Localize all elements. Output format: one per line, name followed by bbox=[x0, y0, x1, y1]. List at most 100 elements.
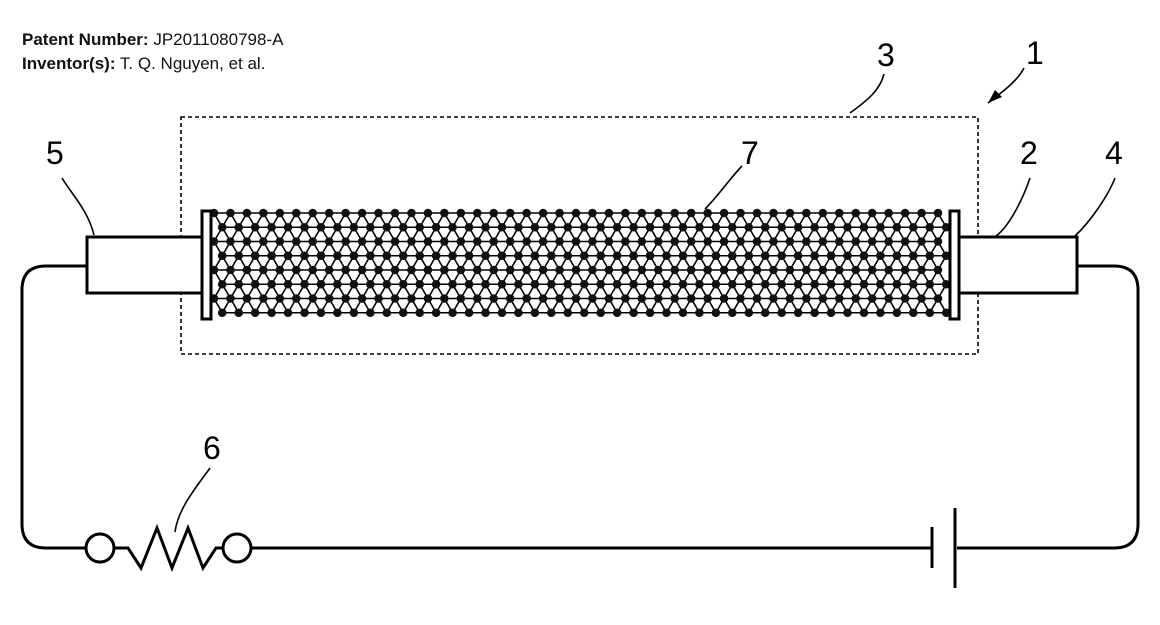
lattice-atom bbox=[448, 251, 457, 260]
lattice-atom bbox=[629, 280, 638, 289]
lattice-atom bbox=[736, 209, 745, 218]
lattice-atom bbox=[457, 237, 466, 246]
lattice-atom bbox=[621, 294, 630, 303]
lattice-atom bbox=[259, 237, 268, 246]
leader-3 bbox=[850, 74, 884, 113]
lattice-atom bbox=[415, 280, 424, 289]
lattice-atom bbox=[473, 237, 482, 246]
lattice-atom bbox=[596, 251, 605, 260]
ref-label-2: 2 bbox=[1020, 135, 1038, 171]
lattice-atom bbox=[819, 266, 828, 275]
lattice-atom bbox=[539, 237, 548, 246]
lattice-atom bbox=[654, 266, 663, 275]
lattice-atom bbox=[925, 280, 934, 289]
lattice-atom bbox=[547, 308, 556, 317]
lattice-atom bbox=[317, 251, 326, 260]
ref-label-1: 1 bbox=[1026, 35, 1044, 71]
lattice-atom bbox=[292, 266, 301, 275]
lattice-atom bbox=[522, 209, 531, 218]
lattice-atom bbox=[489, 237, 498, 246]
lattice-atom bbox=[465, 308, 474, 317]
lattice-atom bbox=[646, 223, 655, 232]
lattice-atom bbox=[341, 266, 350, 275]
lattice-atom bbox=[481, 280, 490, 289]
lattice-atom bbox=[226, 294, 235, 303]
lattice-atom bbox=[481, 223, 490, 232]
lattice-atom bbox=[810, 223, 819, 232]
lattice-atom bbox=[489, 209, 498, 218]
lattice-atom bbox=[218, 251, 227, 260]
lattice-atom bbox=[366, 308, 375, 317]
lattice-atom bbox=[835, 209, 844, 218]
lattice-atom bbox=[300, 280, 309, 289]
lattice-atom bbox=[851, 294, 860, 303]
ref-label-5: 5 bbox=[46, 135, 64, 171]
lattice-atom bbox=[835, 266, 844, 275]
lattice-atom bbox=[703, 266, 712, 275]
lattice-atom bbox=[712, 308, 721, 317]
lattice-atom bbox=[555, 266, 564, 275]
lattice-atom bbox=[276, 209, 285, 218]
lattice-atom bbox=[498, 251, 507, 260]
lattice-atom bbox=[728, 280, 737, 289]
lattice-atom bbox=[292, 294, 301, 303]
lattice-atom bbox=[662, 223, 671, 232]
lattice-atom bbox=[341, 294, 350, 303]
lattice-atom bbox=[358, 209, 367, 218]
lattice-atom bbox=[786, 209, 795, 218]
lattice-atom bbox=[555, 237, 564, 246]
lattice-atom bbox=[415, 251, 424, 260]
lattice-atom bbox=[925, 251, 934, 260]
lattice-atom bbox=[769, 294, 778, 303]
lattice-atom bbox=[712, 223, 721, 232]
lattice-atom bbox=[234, 251, 243, 260]
lattice-atom bbox=[563, 308, 572, 317]
lattice-atom bbox=[925, 223, 934, 232]
lattice-atom bbox=[424, 237, 433, 246]
lattice-atom bbox=[465, 280, 474, 289]
lattice-atom bbox=[646, 251, 655, 260]
lattice-atom bbox=[909, 223, 918, 232]
lattice-atom bbox=[555, 209, 564, 218]
lattice-atom bbox=[308, 266, 317, 275]
lattice-atom bbox=[802, 266, 811, 275]
lattice-atom bbox=[934, 209, 943, 218]
lattice-atom bbox=[580, 280, 589, 289]
lattice-atom bbox=[679, 280, 688, 289]
lattice-atom bbox=[613, 223, 622, 232]
lattice-atom bbox=[654, 237, 663, 246]
lattice-atom bbox=[308, 294, 317, 303]
lattice-atom bbox=[761, 223, 770, 232]
lattice-atom bbox=[728, 223, 737, 232]
lattice-atom bbox=[638, 209, 647, 218]
lattice-atom bbox=[432, 223, 441, 232]
lattice-atom bbox=[407, 237, 416, 246]
lattice-atom bbox=[580, 308, 589, 317]
lattice-atom bbox=[662, 308, 671, 317]
lattice-atom bbox=[744, 223, 753, 232]
lattice-atom bbox=[457, 294, 466, 303]
left-terminal bbox=[87, 237, 205, 293]
lattice-atom bbox=[794, 251, 803, 260]
lattice-atom bbox=[473, 209, 482, 218]
lattice-atom bbox=[670, 294, 679, 303]
lattice-atom bbox=[802, 237, 811, 246]
leader-2 bbox=[996, 178, 1030, 236]
lattice-atom bbox=[868, 294, 877, 303]
lattice-atom bbox=[539, 294, 548, 303]
lattice-atom bbox=[934, 266, 943, 275]
lattice-atom bbox=[259, 294, 268, 303]
lattice-atom bbox=[670, 266, 679, 275]
lattice-atom bbox=[514, 223, 523, 232]
lattice-atom bbox=[777, 223, 786, 232]
lattice-atom bbox=[596, 280, 605, 289]
lattice-atom bbox=[679, 251, 688, 260]
lattice-atom bbox=[901, 266, 910, 275]
lattice-atom bbox=[744, 280, 753, 289]
lattice-atom bbox=[506, 294, 515, 303]
lattice-atom bbox=[465, 223, 474, 232]
lattice-atom bbox=[399, 251, 408, 260]
lattice-atom bbox=[292, 237, 301, 246]
lattice-atom bbox=[843, 280, 852, 289]
lattice-atom bbox=[259, 209, 268, 218]
